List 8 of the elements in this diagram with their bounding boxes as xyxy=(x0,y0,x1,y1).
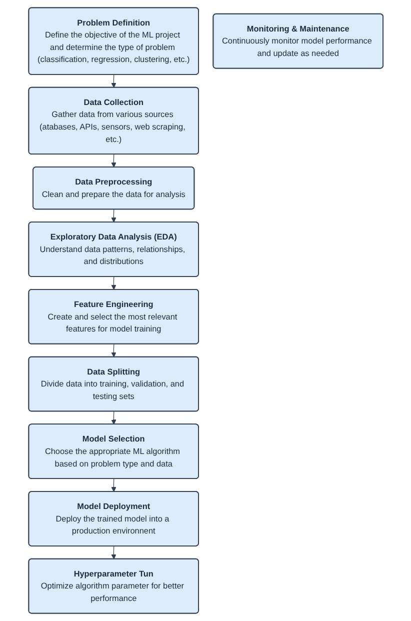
arrow xyxy=(110,478,116,492)
arrow xyxy=(110,276,116,290)
arrow xyxy=(110,209,116,223)
arrow xyxy=(110,154,116,168)
arrow xyxy=(110,74,116,88)
arrow xyxy=(110,546,116,560)
arrow xyxy=(110,344,116,358)
arrow xyxy=(110,411,116,425)
